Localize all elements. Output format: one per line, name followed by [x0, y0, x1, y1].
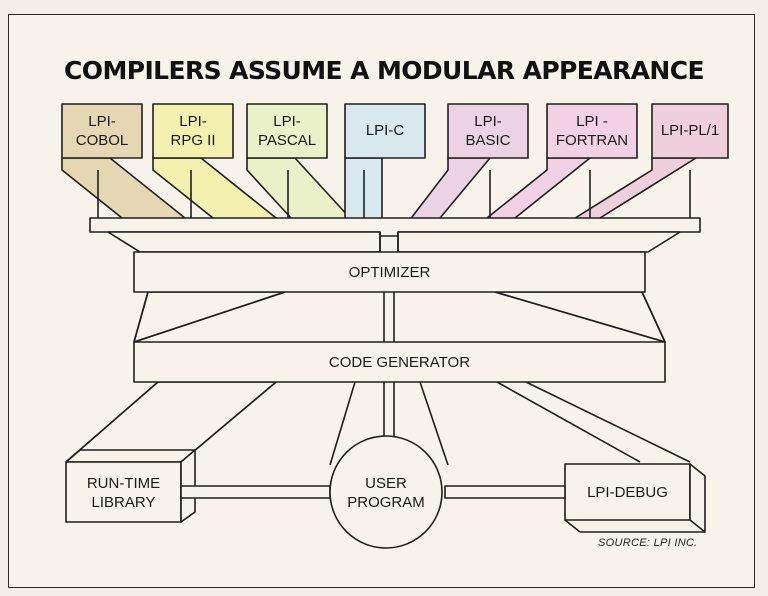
compiler-label-rpg: LPI- RPG II	[170, 113, 216, 149]
pascal-box	[246, 103, 328, 159]
optimizer-box	[133, 251, 646, 293]
cobol-box	[61, 103, 143, 159]
source-credit: SOURCE: LPI INC.	[598, 537, 698, 549]
compiler-label-basic: LPI- BASIC	[465, 113, 511, 149]
c-box	[344, 103, 426, 159]
user-program-label: USER PROGRAM	[347, 475, 425, 511]
rpg-box	[152, 103, 234, 159]
optimizer-label: OPTIMIZER	[348, 264, 431, 281]
lpi-debug-label: LPI-DEBUG	[587, 484, 668, 501]
runtime-to-program-link	[180, 485, 331, 499]
basic-box	[447, 103, 529, 159]
runtime-library-label: RUN-TIME LIBRARY	[86, 475, 161, 511]
compiler-label-fortran: LPI - FORTRAN	[555, 113, 629, 149]
user-program-circle	[329, 435, 443, 549]
code-generator-label: CODE GENERATOR	[328, 354, 471, 371]
compiler-label-pl1: LPI-PL/1	[660, 122, 720, 139]
compiler-label-pascal: LPI- PASCAL	[257, 113, 317, 149]
pl1-box	[651, 103, 729, 159]
compiler-label-cobol: LPI- COBOL	[75, 113, 129, 149]
code-generator-box	[133, 341, 666, 383]
compiler-label-c: LPI-C	[365, 122, 405, 139]
figure-title: COMPILERS ASSUME A MODULAR APPEARANCE	[64, 56, 705, 85]
fortran-box	[546, 103, 638, 159]
program-to-debug-link	[444, 485, 566, 499]
